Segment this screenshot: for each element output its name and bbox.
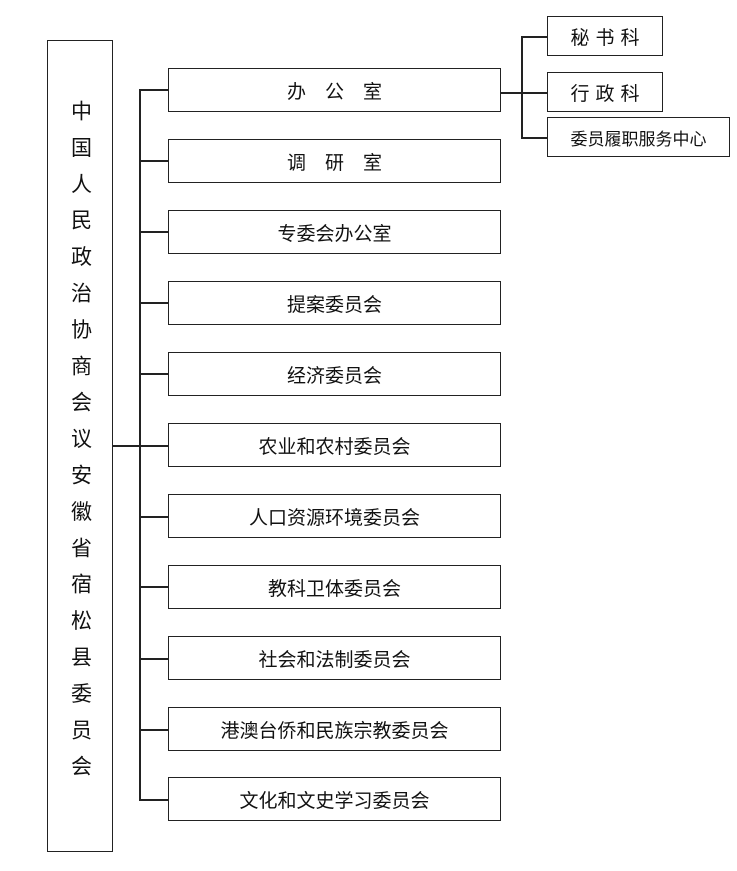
department-label: 人口资源环境委员会 [248, 506, 420, 529]
root-connector [113, 445, 140, 447]
dept-connector [139, 89, 168, 91]
department-research-office: 调 研 室 [168, 139, 501, 183]
department-ethnic-religion-committee: 港澳台侨和民族宗教委员会 [168, 707, 501, 751]
dept-connector [139, 729, 168, 731]
department-education-committee: 教科卫体委员会 [168, 565, 501, 609]
section-trunk [521, 36, 523, 137]
dept-connector [139, 302, 168, 304]
department-label: 社会和法制委员会 [258, 648, 411, 671]
dept-connector [139, 373, 168, 375]
dept-connector [139, 799, 168, 801]
root-organization-label: 中国人民政治协商会议安徽省宿松县委员会 [68, 100, 93, 792]
section-label: 委员履职服务中心 [570, 129, 707, 150]
dept-connector [139, 586, 168, 588]
department-label: 提案委员会 [286, 293, 382, 316]
dept-connector [139, 160, 168, 162]
section-administration: 行 政 科 [547, 72, 663, 112]
department-agriculture-committee: 农业和农村委员会 [168, 423, 501, 467]
section-connector [521, 137, 547, 139]
department-label: 专委会办公室 [277, 222, 392, 245]
section-label: 秘 书 科 [570, 26, 640, 49]
department-office: 办 公 室 [168, 68, 501, 112]
department-legal-committee: 社会和法制委员会 [168, 636, 501, 680]
section-connector [521, 92, 547, 94]
section-label: 行 政 科 [570, 82, 640, 105]
department-environment-committee: 人口资源环境委员会 [168, 494, 501, 538]
dept-connector [139, 516, 168, 518]
department-label: 调 研 室 [286, 151, 382, 174]
department-trunk [139, 89, 141, 800]
department-economic-committee: 经济委员会 [168, 352, 501, 396]
department-culture-history-committee: 文化和文史学习委员会 [168, 777, 501, 821]
department-committee-office: 专委会办公室 [168, 210, 501, 254]
dept-connector [139, 231, 168, 233]
office-connector [501, 92, 522, 94]
department-label: 教科卫体委员会 [267, 577, 401, 600]
dept-connector [139, 658, 168, 660]
section-member-service-center: 委员履职服务中心 [547, 117, 730, 157]
section-connector [521, 36, 547, 38]
department-label: 农业和农村委员会 [258, 435, 411, 458]
dept-connector [139, 445, 168, 447]
department-label: 港澳台侨和民族宗教委员会 [220, 719, 449, 742]
section-secretariat: 秘 书 科 [547, 16, 663, 56]
department-label: 办 公 室 [286, 80, 382, 103]
department-label: 文化和文史学习委员会 [239, 789, 430, 812]
root-organization-box: 中国人民政治协商会议安徽省宿松县委员会 [47, 40, 113, 852]
department-proposal-committee: 提案委员会 [168, 281, 501, 325]
department-label: 经济委员会 [286, 364, 382, 387]
